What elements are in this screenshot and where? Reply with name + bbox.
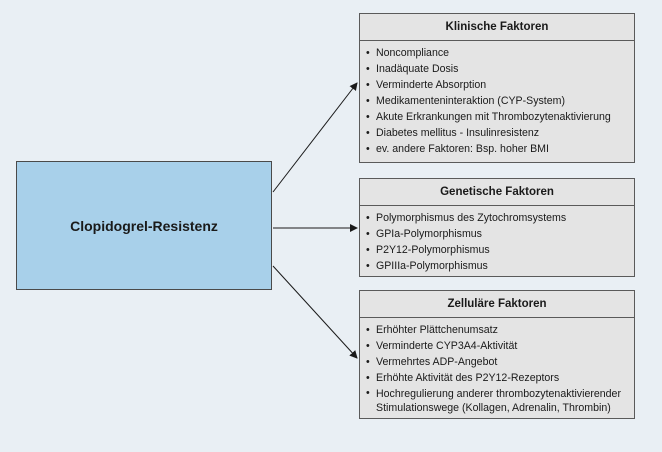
list-item: Noncompliance — [366, 45, 628, 61]
list-item: Akute Erkrankungen mit Thrombozytenaktiv… — [366, 109, 628, 125]
list-item: Diabetes mellitus - Insulinresistenz — [366, 125, 628, 141]
list-item: GPIa-Polymorphismus — [366, 226, 628, 242]
box-title: Zelluläre Faktoren — [360, 291, 634, 318]
list-item: Verminderte CYP3A4-Aktivität — [366, 338, 628, 354]
list-item: Medikamenteninteraktion (CYP-System) — [366, 93, 628, 109]
box-title: Klinische Faktoren — [360, 14, 634, 41]
factor-list: Noncompliance Inadäquate Dosis Verminder… — [360, 41, 634, 157]
list-item: Erhöhte Aktivität des P2Y12-Rezeptors — [366, 370, 628, 386]
list-item: P2Y12-Polymorphismus — [366, 242, 628, 258]
arrow-to-zellulaere-faktoren — [272, 265, 358, 359]
central-node: Clopidogrel-Resistenz — [16, 161, 272, 290]
klinische-faktoren-box: Klinische Faktoren Noncompliance Inadäqu… — [359, 13, 635, 163]
list-item: Hochregulierung anderer thrombozytenakti… — [366, 386, 628, 415]
zellulaere-faktoren-box: Zelluläre Faktoren Erhöhter Plättchenums… — [359, 290, 635, 419]
factor-list: Polymorphismus des Zytochromsystems GPIa… — [360, 206, 634, 274]
genetische-faktoren-box: Genetische Faktoren Polymorphismus des Z… — [359, 178, 635, 277]
list-item: Erhöhter Plättchenumsatz — [366, 322, 628, 338]
list-item: ev. andere Faktoren: Bsp. hoher BMI — [366, 141, 628, 157]
arrow-to-klinische-faktoren — [272, 82, 358, 193]
list-item: GPIIIa-Polymorphismus — [366, 258, 628, 274]
list-item: Inadäquate Dosis — [366, 61, 628, 77]
factor-list: Erhöhter Plättchenumsatz Verminderte CYP… — [360, 318, 634, 415]
list-item: Vermehrtes ADP-Angebot — [366, 354, 628, 370]
list-item: Polymorphismus des Zytochromsystems — [366, 210, 628, 226]
list-item: Verminderte Absorption — [366, 77, 628, 93]
central-node-label: Clopidogrel-Resistenz — [70, 217, 218, 234]
box-title: Genetische Faktoren — [360, 179, 634, 206]
